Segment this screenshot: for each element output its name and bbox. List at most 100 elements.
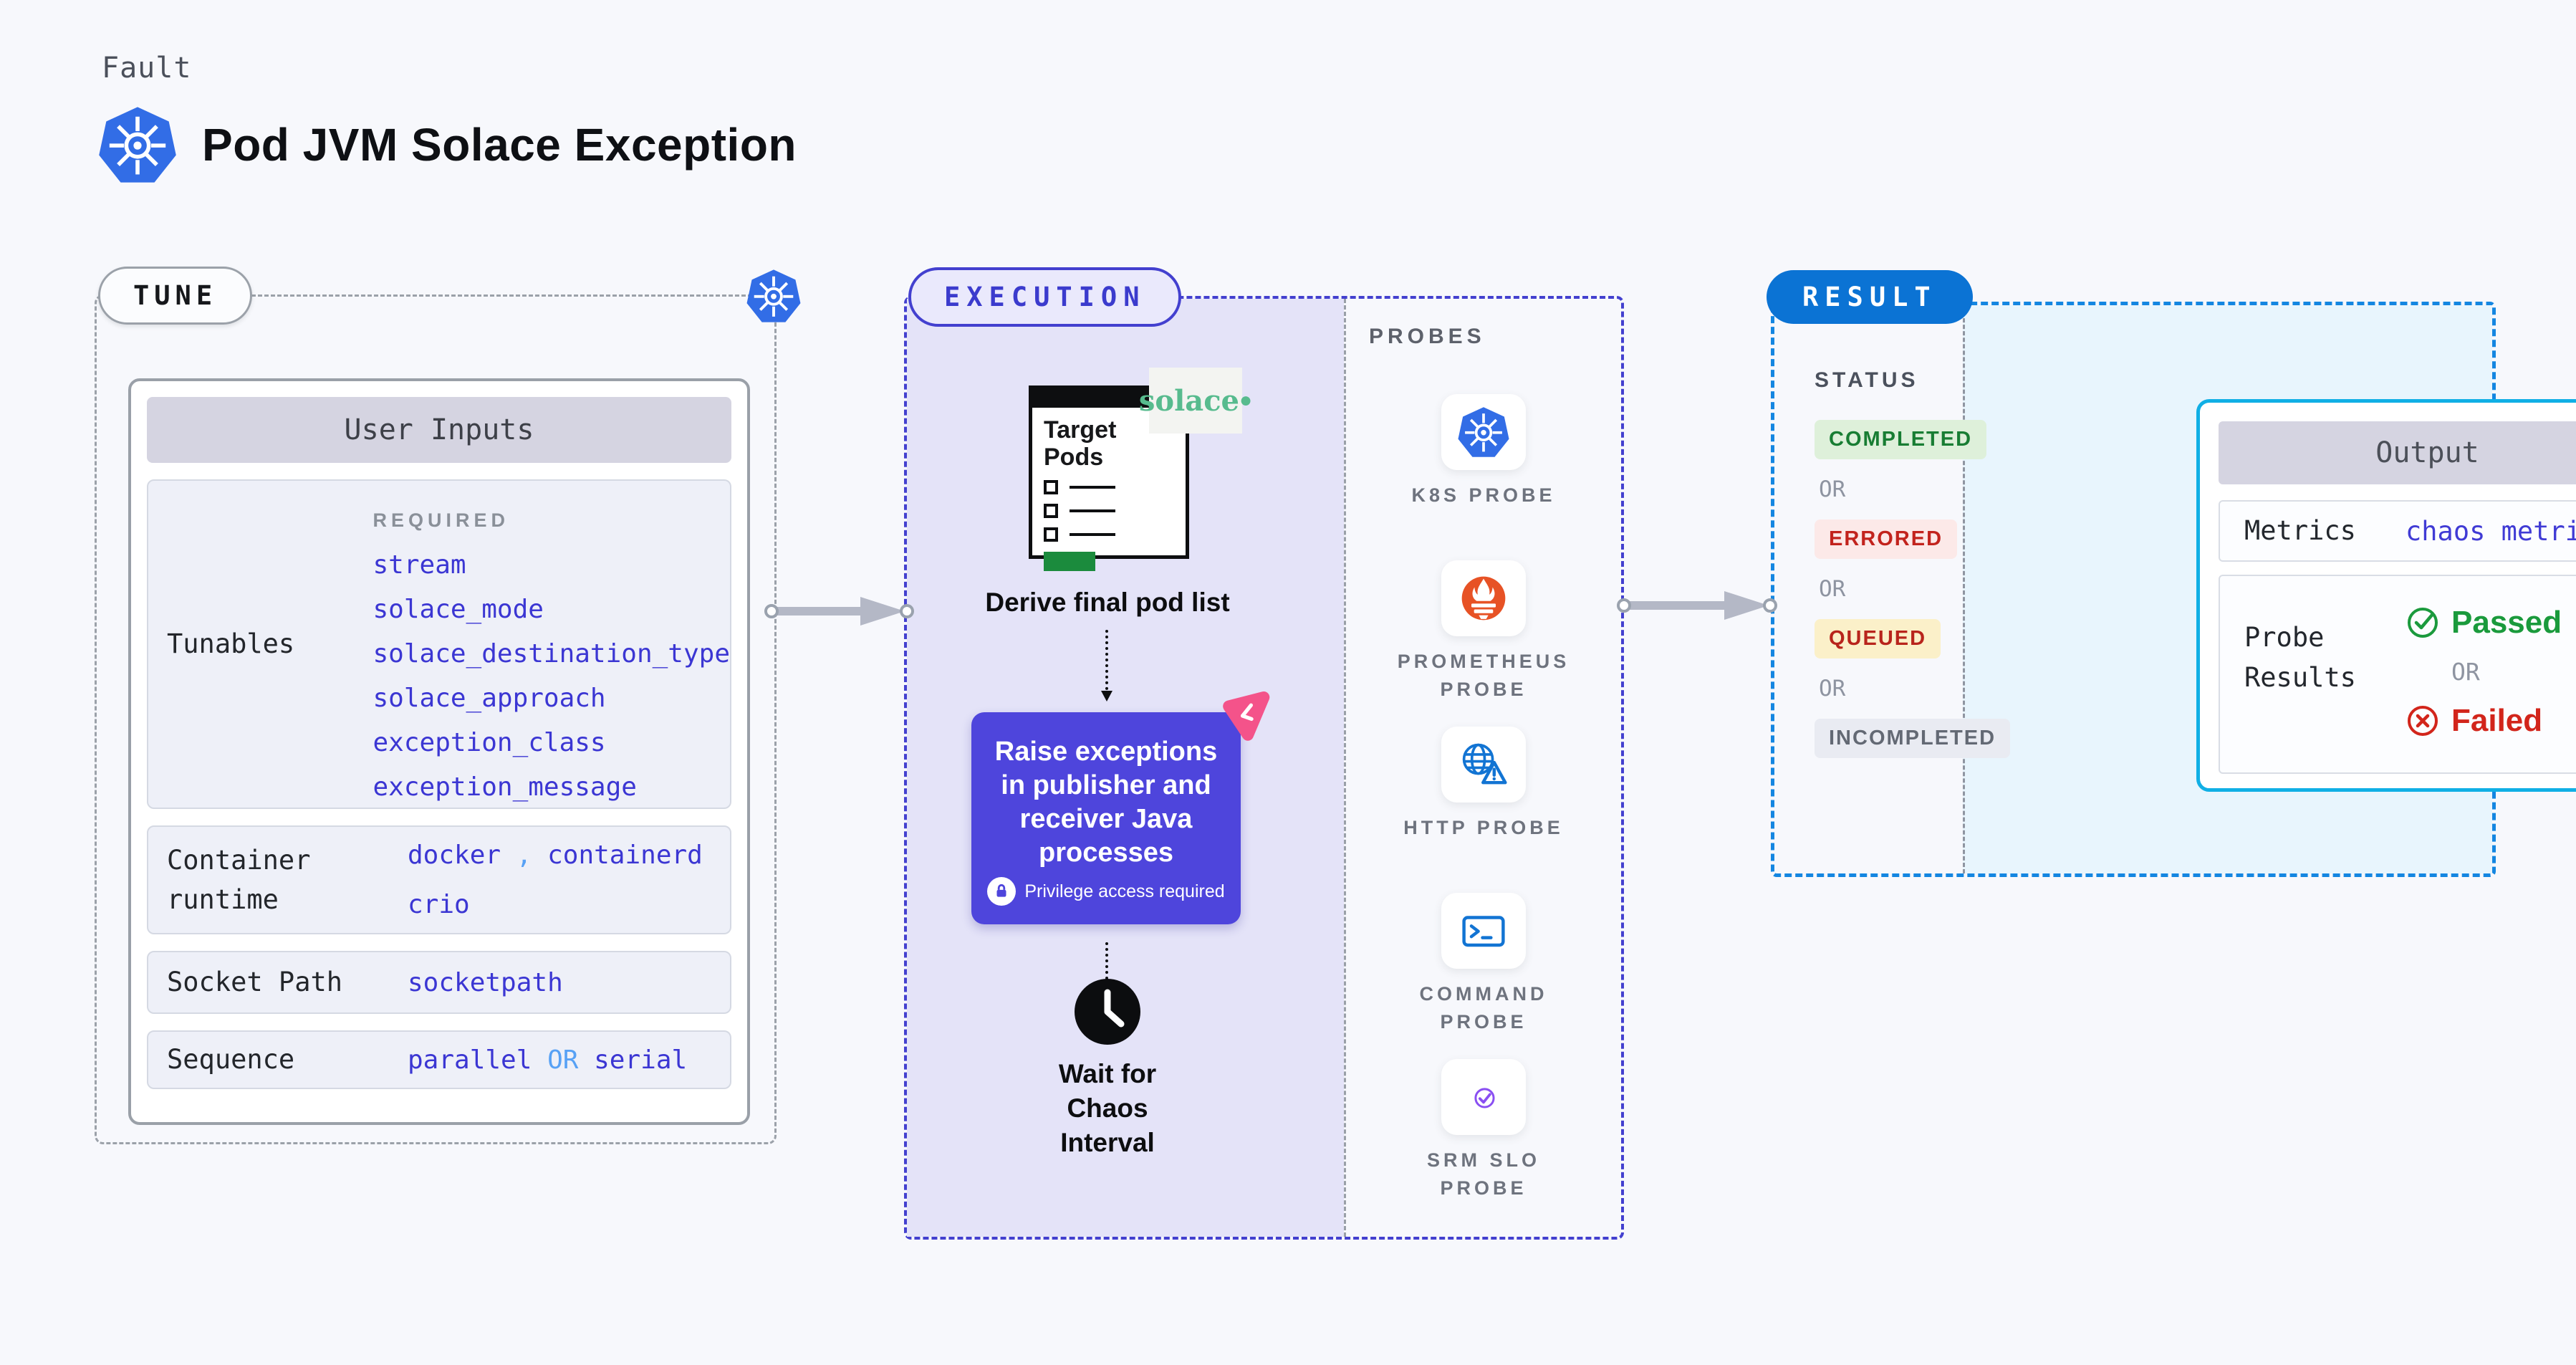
page-title-row: Pod JVM Solace Exception <box>97 105 797 185</box>
sequence-label: Sequence <box>167 1044 295 1076</box>
probe-label: K8S PROBE <box>1411 484 1556 506</box>
failed-label: Failed <box>2451 703 2543 738</box>
tunable-value: solace_mode <box>373 595 544 624</box>
result-badge: RESULT <box>1767 270 1973 324</box>
sequence-option: parallel <box>408 1045 532 1075</box>
probes-pane: PROBES K8S PROBE PROMETHEUS PROBE <box>1344 299 1621 1237</box>
tunable-value: solace_destination_type <box>373 639 731 669</box>
socket-path-label: Socket Path <box>167 967 343 998</box>
status-title: STATUS <box>1815 368 1919 392</box>
kubernetes-icon <box>1457 406 1510 459</box>
tunable-value: solace_approach <box>373 684 606 713</box>
runtime-value: crio <box>408 890 470 919</box>
runtime-value: containerd <box>547 840 703 870</box>
x-circle-icon <box>2406 704 2440 738</box>
result-section: Output Metrics chaos metrics Probe Resul… <box>1771 302 2576 877</box>
chaos-spark-icon <box>1219 689 1272 742</box>
probe-card <box>1441 727 1526 803</box>
sequence-row: Sequence parallel OR serial <box>147 1030 731 1089</box>
or-label: OR <box>1819 476 1846 502</box>
probes-title: PROBES <box>1369 325 1486 348</box>
target-pods-title: Target Pods <box>1044 416 1117 471</box>
solace-logo: solace● <box>1139 368 1252 434</box>
runtime-value: docker <box>408 840 501 870</box>
privilege-note: Privilege access required <box>1024 881 1225 901</box>
terminal-icon <box>1457 904 1510 957</box>
metrics-label: Metrics <box>2244 515 2356 547</box>
output-pane: Output Metrics chaos metrics Probe Resul… <box>1963 305 2576 873</box>
solace-dot: ● <box>1239 388 1253 412</box>
tunables-row: Tunables REQUIRED stream solace_mode sol… <box>147 479 731 809</box>
tunables-label: Tunables <box>167 628 295 660</box>
output-header: Output <box>2219 421 2576 484</box>
http-globe-warning-icon <box>1457 738 1510 791</box>
or-label: OR <box>2451 658 2480 686</box>
page-title: Pod JVM Solace Exception <box>202 119 797 171</box>
probe-item: PROMETHEUS PROBE <box>1387 560 1580 727</box>
required-label: REQUIRED <box>373 509 510 531</box>
wait-chaos-interval-caption: Wait for Chaos Interval <box>1058 1059 1157 1158</box>
checkbox-icon <box>1044 480 1058 495</box>
probe-item: COMMAND PROBE <box>1387 893 1580 1059</box>
user-inputs-card: User Inputs Tunables REQUIRED stream sol… <box>128 378 750 1125</box>
slo-donut-check-icon <box>1457 1071 1510 1124</box>
derive-pod-list-caption: Derive final pod list <box>985 588 1230 617</box>
probe-item: K8S PROBE <box>1411 394 1555 560</box>
execution-to-result-arrow <box>1617 591 1777 620</box>
container-runtime-label: Container runtime <box>167 844 311 916</box>
tunable-value: exception_message <box>373 772 637 802</box>
probe-results-row: Probe Results Passed OR Failed <box>2219 575 2576 774</box>
probe-label: HTTP PROBE <box>1403 817 1564 838</box>
kubernetes-icon <box>97 105 178 185</box>
probe-card <box>1441 560 1526 636</box>
execution-section: Target Pods solace● Derive final pod lis… <box>904 267 1624 1240</box>
probe-label: COMMAND PROBE <box>1419 983 1548 1033</box>
probe-item: SRM SLO PROBE <box>1387 1059 1580 1225</box>
status-badge-errored: ERRORED <box>1815 519 1958 559</box>
tune-badge: TUNE <box>98 267 253 325</box>
probe-item: HTTP PROBE <box>1403 727 1564 893</box>
status-badge-queued: QUEUED <box>1815 619 1941 658</box>
or-label: OR <box>1819 676 1846 701</box>
clock-icon <box>1072 976 1143 1048</box>
checkbox-icon <box>1044 527 1058 542</box>
tunable-value: stream <box>373 550 466 580</box>
lock-icon <box>987 877 1017 906</box>
checkbox-icon <box>1044 504 1058 519</box>
solace-wordmark: solace <box>1138 383 1239 418</box>
probe-label: SRM SLO PROBE <box>1426 1149 1540 1199</box>
status-column: STATUS COMPLETED OR ERRORED OR QUEUED OR… <box>1815 368 2011 775</box>
failed-line: Failed <box>2406 703 2576 739</box>
tune-to-execution-arrow <box>764 597 914 626</box>
passed-line: Passed <box>2406 605 2576 641</box>
list-line <box>1070 533 1115 537</box>
list-line <box>1070 486 1115 489</box>
status-badge-completed: COMPLETED <box>1815 420 1987 459</box>
prometheus-icon <box>1457 572 1510 625</box>
user-inputs-header: User Inputs <box>147 397 731 463</box>
runtime-comma: , <box>516 840 532 870</box>
socket-path-row: Socket Path socketpath <box>147 951 731 1014</box>
execution-badge: EXECUTION <box>908 267 1182 327</box>
list-line <box>1070 509 1115 513</box>
container-runtime-values: docker , containerd crio <box>382 840 730 919</box>
check-circle-icon <box>2406 605 2440 640</box>
probe-results-label: Probe Results <box>2244 622 2356 693</box>
fault-kicker: Fault <box>102 52 192 85</box>
kubernetes-icon <box>746 268 802 324</box>
probe-card <box>1441 1059 1526 1135</box>
execution-flow-pane: Target Pods solace● Derive final pod lis… <box>907 299 1344 1237</box>
sequence-or: OR <box>547 1045 579 1075</box>
probe-card <box>1441 394 1526 470</box>
sequence-value: parallel OR serial <box>382 1045 730 1075</box>
sequence-option: serial <box>594 1045 688 1075</box>
metrics-row: Metrics chaos metrics <box>2219 500 2576 562</box>
probe-card <box>1441 893 1526 969</box>
privilege-row: Privilege access required <box>971 877 1241 906</box>
confirm-button-shape <box>1044 552 1095 572</box>
probe-label: PROMETHEUS PROBE <box>1397 651 1570 701</box>
flow-arrow-down <box>1101 630 1112 701</box>
metrics-value: chaos metrics <box>2406 515 2576 547</box>
passed-label: Passed <box>2451 605 2562 640</box>
